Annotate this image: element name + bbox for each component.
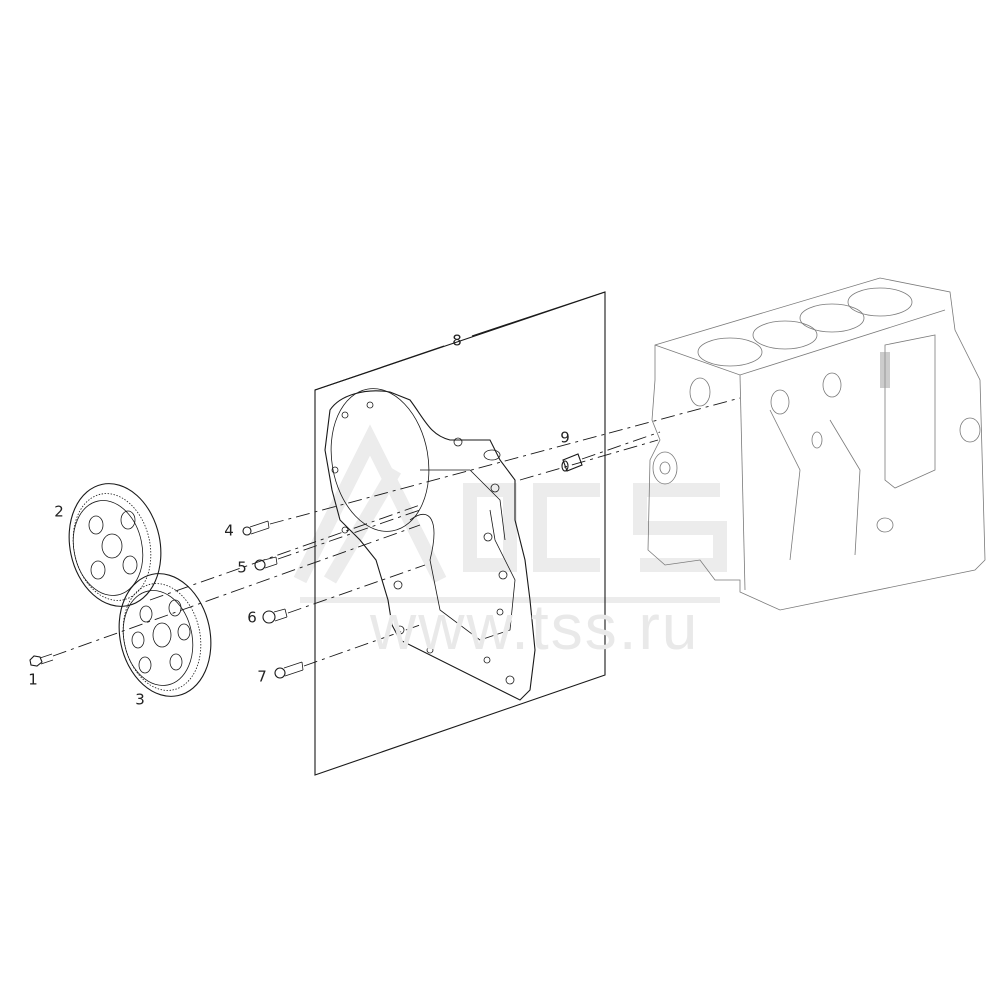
- callout-4: 4: [224, 521, 234, 540]
- callout-1: 1: [28, 670, 38, 689]
- callout-2: 2: [54, 502, 64, 521]
- gear-part-2: [68, 483, 162, 607]
- part-8-frame: [314, 291, 606, 776]
- assembly-lines: [52, 397, 741, 667]
- gear-part-3: [118, 573, 212, 697]
- bolt-part-5: [254, 556, 278, 571]
- bolt-part-6: [262, 608, 288, 624]
- bolt-part-1: [29, 653, 54, 667]
- callout-6: 6: [247, 608, 257, 627]
- bolt-part-7: [274, 661, 304, 679]
- callout-8: 8: [452, 331, 462, 350]
- watermark-logo: [293, 424, 727, 603]
- callout-3: 3: [135, 690, 145, 709]
- callout-7: 7: [257, 667, 267, 686]
- engine-block: [647, 277, 986, 611]
- front-housing-part-8: [324, 388, 536, 701]
- bolt-part-4: [242, 520, 270, 536]
- dowel-pin-part-9: [561, 453, 583, 472]
- callout-5: 5: [237, 558, 247, 577]
- callout-9: 9: [560, 428, 570, 447]
